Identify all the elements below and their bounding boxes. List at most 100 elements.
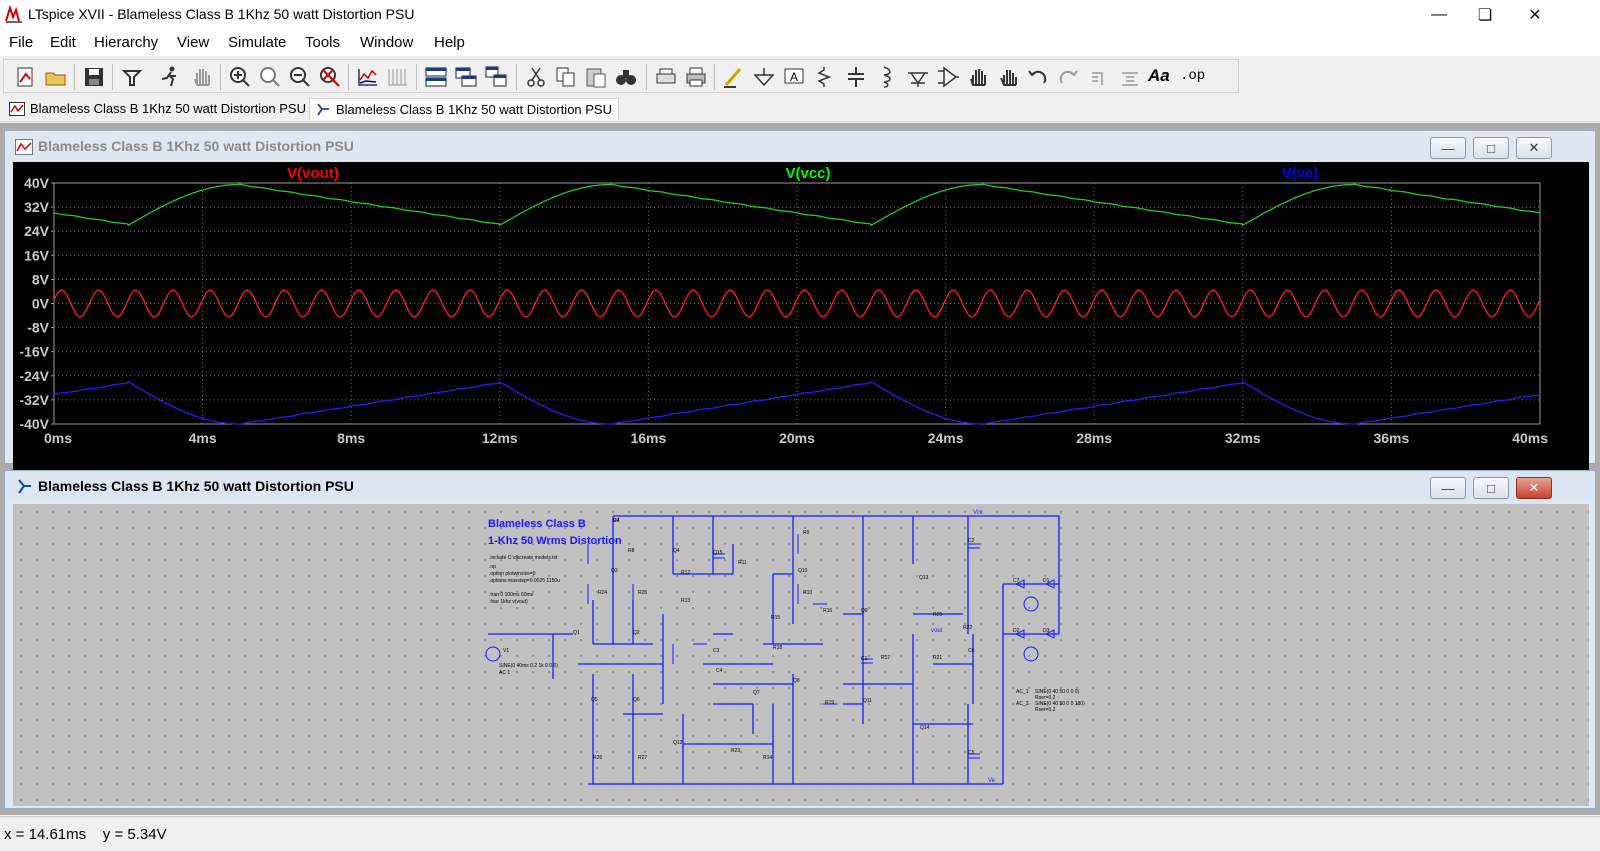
autorange-icon[interactable] [356, 65, 380, 89]
tab-schematic[interactable]: Blameless Class B 1Khz 50 watt Distortio… [309, 98, 619, 120]
waveform-close-button[interactable]: ✕ [1516, 137, 1552, 159]
menu-view[interactable]: View [177, 34, 210, 51]
schematic-window-titlebar[interactable]: Blameless Class B 1Khz 50 watt Distortio… [5, 471, 1595, 501]
schematic-close-button[interactable]: ✕ [1516, 477, 1552, 499]
minimize-icon: — [1441, 480, 1455, 496]
halt-icon[interactable] [190, 65, 214, 89]
zoom-in-icon[interactable] [228, 65, 252, 89]
maximize-button[interactable]: ❏ [1462, 0, 1508, 30]
zoom-full-icon[interactable] [318, 65, 342, 89]
x-tick-label: 32ms [1225, 430, 1261, 446]
copy-icon[interactable] [554, 65, 578, 89]
new-schematic-icon[interactable] [14, 65, 38, 89]
minimize-icon: — [1431, 6, 1447, 23]
component-label: R10 [803, 590, 812, 596]
undo-icon[interactable] [1026, 65, 1050, 89]
inductor-icon[interactable] [874, 65, 898, 89]
y-tick-label: -24V [19, 368, 49, 384]
schematic-tab-icon [317, 103, 329, 116]
text-icon[interactable]: Aa [1148, 66, 1170, 85]
waveform-minimize-button[interactable]: — [1430, 137, 1466, 159]
draw-wire-icon[interactable] [722, 65, 746, 89]
open-icon[interactable] [44, 65, 68, 89]
schematic-heading-1: Blameless Class B [488, 518, 586, 530]
component-label: R7 [613, 518, 620, 524]
menu-edit[interactable]: Edit [50, 34, 76, 51]
paste-icon[interactable] [584, 65, 608, 89]
legend-vvout[interactable]: V(vout) [287, 165, 339, 182]
tile-vertical-icon[interactable] [454, 65, 478, 89]
zoom-pan-icon[interactable] [258, 65, 282, 89]
trace-vvcc[interactable] [53, 183, 1541, 227]
zoom-out-icon[interactable] [288, 65, 312, 89]
component-label: C6 [968, 648, 975, 654]
menu-simulate[interactable]: Simulate [228, 34, 287, 51]
waveform-window-titlebar[interactable]: Blameless Class B 1Khz 50 watt Distortio… [5, 131, 1595, 161]
mirror-icon[interactable] [1118, 65, 1142, 89]
menu-file[interactable]: File [9, 34, 34, 51]
trace-vve[interactable] [53, 380, 1541, 425]
mdi-workspace: Blameless Class B 1Khz 50 watt Distortio… [0, 123, 1600, 815]
drag-icon[interactable] [996, 65, 1020, 89]
x-tick-label: 8ms [337, 430, 365, 446]
component-label: R13 [681, 598, 690, 604]
psu-label: Rser=0.2 [1035, 707, 1056, 713]
diode-icon[interactable] [906, 65, 930, 89]
print-preview-icon[interactable] [654, 65, 678, 89]
schematic-drawing: Blameless Class B 1-Khz 50 Wrms Distorti… [485, 510, 1085, 785]
component-label: Q15 [713, 550, 723, 556]
net-label-vout: vout [931, 628, 943, 634]
ltspice-logo-icon [5, 5, 22, 23]
restore-icon: ❏ [1477, 7, 1493, 24]
window-title: LTspice XVII - Blameless Class B 1Khz 50… [28, 6, 415, 22]
waveform-window[interactable]: Blameless Class B 1Khz 50 watt Distortio… [4, 130, 1596, 490]
redo-icon[interactable] [1056, 65, 1080, 89]
spice-directive-icon[interactable]: .op [1180, 68, 1206, 84]
menu-hierarchy[interactable]: Hierarchy [94, 34, 159, 51]
component-label: R27 [638, 755, 647, 761]
directive-line: .op [489, 564, 496, 570]
control-panel-icon[interactable] [120, 65, 144, 89]
tile-horizontal-icon[interactable] [424, 65, 448, 89]
component-label: R19 [825, 700, 834, 706]
ground-icon[interactable] [752, 65, 776, 89]
waveform-maximize-button[interactable]: □ [1473, 137, 1509, 159]
label-net-icon[interactable]: A [782, 65, 806, 89]
directive-line: .option plotwinsize=0 [489, 571, 536, 577]
find-icon[interactable] [614, 65, 638, 89]
schematic-window[interactable]: Blameless Class B 1Khz 50 watt Distortio… [4, 470, 1596, 809]
minimize-button[interactable]: — [1416, 0, 1462, 30]
menu-tools[interactable]: Tools [305, 34, 341, 51]
component-label: Q14 [920, 725, 930, 731]
menu-help[interactable]: Help [434, 34, 465, 51]
close-button[interactable]: ✕ [1512, 0, 1558, 30]
schematic-canvas[interactable]: Blameless Class B 1-Khz 50 Wrms Distorti… [13, 504, 1589, 806]
schematic-text: Blameless Class B 1-Khz 50 Wrms Distorti… [488, 510, 996, 784]
component-icon[interactable] [936, 65, 960, 89]
maximize-icon: □ [1487, 140, 1495, 156]
trace-vvout[interactable] [53, 289, 1541, 318]
capacitor-icon[interactable] [844, 65, 868, 89]
schematic-maximize-button[interactable]: □ [1473, 477, 1509, 499]
print-icon[interactable] [684, 65, 708, 89]
legend-vve[interactable]: V(ve) [1282, 165, 1319, 182]
rotate-icon[interactable] [1088, 65, 1112, 89]
component-label: C1 [861, 656, 868, 662]
run-icon[interactable] [158, 65, 182, 89]
resistor-icon[interactable] [812, 65, 836, 89]
save-icon[interactable] [82, 65, 106, 89]
menu-window[interactable]: Window [360, 34, 414, 51]
cut-icon[interactable] [524, 65, 548, 89]
component-label: Q6 [633, 697, 640, 703]
grid-icon[interactable] [386, 65, 410, 89]
tab-waveform[interactable]: Blameless Class B 1Khz 50 watt Distortio… [4, 98, 312, 120]
x-tick-label: 0ms [44, 430, 72, 446]
cascade-icon[interactable] [484, 65, 508, 89]
move-icon[interactable] [966, 65, 990, 89]
toolbar-separator [220, 64, 221, 90]
component-label: R11 [738, 560, 747, 566]
component-label: C4 [716, 668, 723, 674]
legend-vvcc[interactable]: V(vcc) [785, 165, 830, 182]
schematic-minimize-button[interactable]: — [1430, 477, 1466, 499]
